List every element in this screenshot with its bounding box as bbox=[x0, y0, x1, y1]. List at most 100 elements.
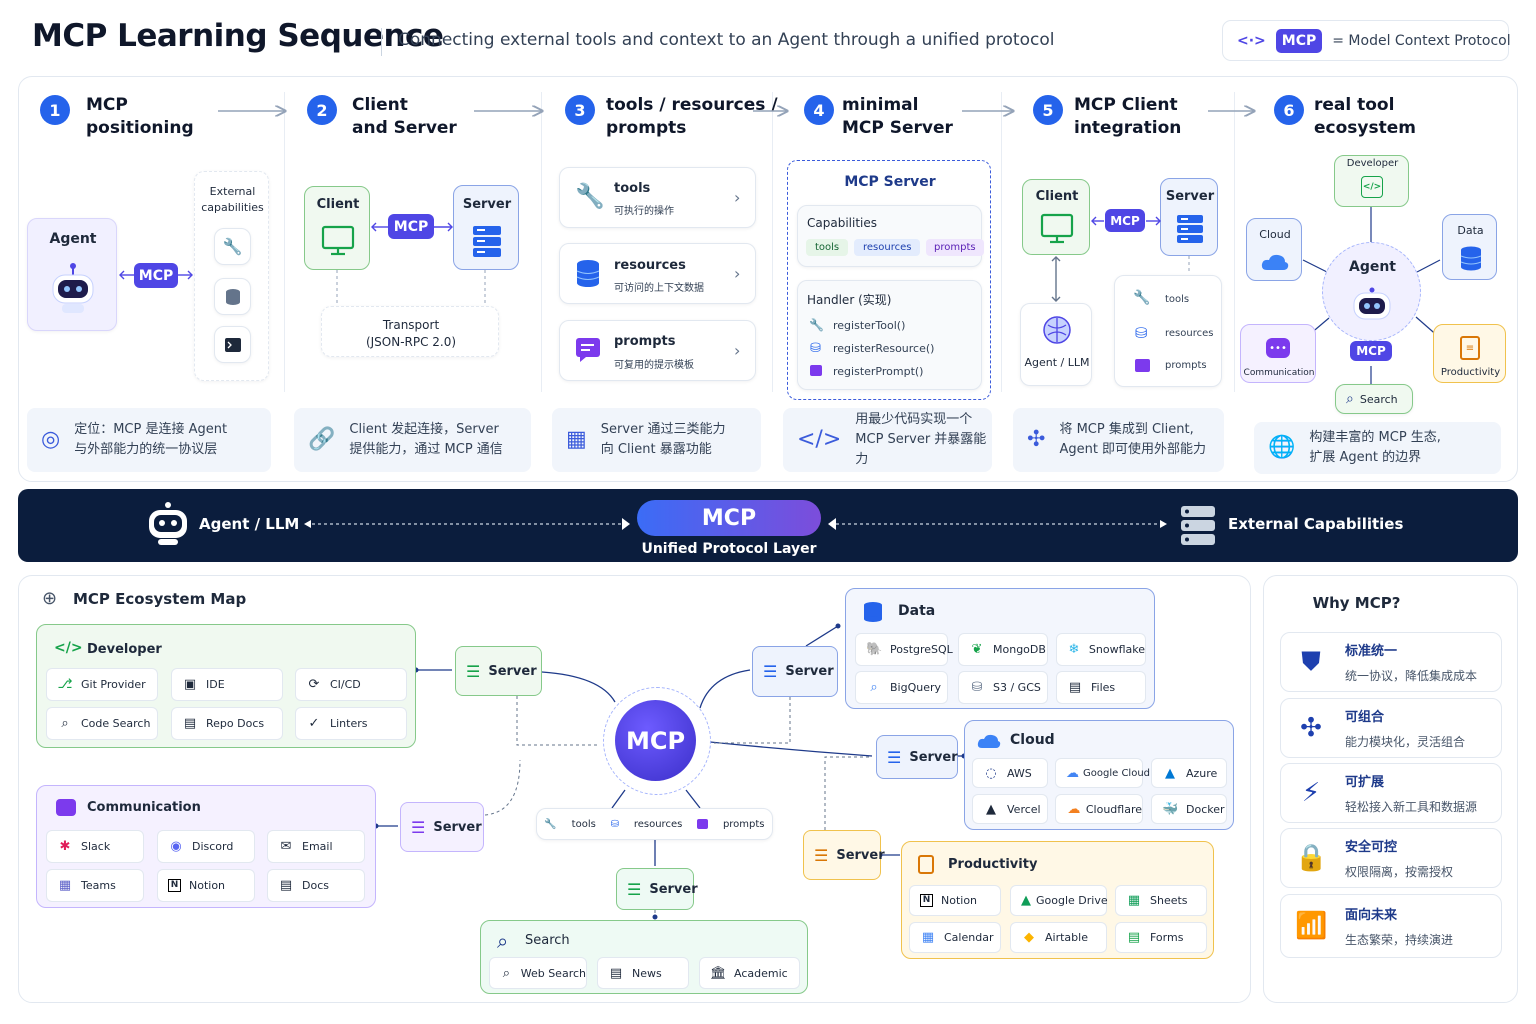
cap-label: tools bbox=[1165, 294, 1190, 305]
code-brackets-icon: <·> bbox=[1237, 32, 1266, 49]
plug-icon: ⚡ bbox=[1301, 778, 1321, 808]
step-divider bbox=[1234, 92, 1235, 392]
communication-group: Communication ✱Slack ◉Discord ✉Email ▦Te… bbox=[36, 785, 376, 908]
cloud-server: ☰Server bbox=[876, 735, 958, 779]
developer-label: Developer bbox=[1346, 158, 1399, 169]
productivity-label: Productivity bbox=[1440, 367, 1501, 378]
wrench-icon: 🔧 bbox=[1133, 290, 1151, 306]
external-capabilities-card: External capabilities 🔧 bbox=[194, 171, 269, 381]
server-stack-icon: ☰ bbox=[466, 661, 481, 681]
developer-group: </> Developer ⎇Git Provider ▣IDE ⟳CI/CD … bbox=[36, 624, 416, 748]
minimal-server-box: MCP Server Capabilities tools resources … bbox=[787, 160, 991, 400]
terminal-icon bbox=[214, 326, 251, 363]
tools-desc: 可执行的操作 bbox=[614, 206, 674, 217]
database-icon: ⛁ bbox=[810, 341, 821, 356]
search-label: Search bbox=[1359, 392, 1398, 406]
why-item: ⛊标准统一统一协议，降低集成成本 bbox=[1280, 632, 1502, 692]
monitor-icon bbox=[320, 223, 356, 259]
why-item: 🔒安全可控权限隔离，按需授权 bbox=[1280, 828, 1502, 888]
step-number: 6 bbox=[1274, 95, 1304, 125]
chat-icon bbox=[1135, 359, 1150, 372]
tools-card[interactable]: 🔧 tools 可执行的操作 › bbox=[559, 167, 756, 228]
resources-card[interactable]: resources 可访问的上下文数据 › bbox=[559, 243, 756, 304]
ide-icon: ▣ bbox=[183, 677, 197, 692]
prompts-card[interactable]: prompts 可复用的提示模板 › bbox=[559, 320, 756, 381]
database-icon bbox=[1460, 246, 1482, 276]
step-title: Client and Server bbox=[352, 95, 457, 138]
prompts-name: prompts bbox=[614, 334, 676, 349]
clipboard-icon: ≡ bbox=[1460, 336, 1480, 360]
band-mcp-pill: MCP bbox=[637, 500, 821, 536]
agent-llm-card: Agent / LLM bbox=[1020, 303, 1092, 386]
client-label: Client bbox=[316, 197, 360, 212]
tools-name: tools bbox=[614, 181, 651, 196]
tile: ✱Slack bbox=[46, 830, 144, 863]
azure-icon: ▲ bbox=[1165, 765, 1175, 781]
step-info: ▦Server 通过三类能力 向 Client 暴露功能 bbox=[552, 408, 761, 472]
tile: ▤Docs bbox=[267, 869, 365, 902]
page-title: MCP Learning Sequence bbox=[32, 18, 444, 54]
server-stack-icon: ☰ bbox=[627, 879, 642, 899]
page-subtitle: Connecting external tools and context to… bbox=[398, 30, 1055, 50]
mcp-legend: <·> MCP = Model Context Protocol bbox=[1222, 20, 1511, 61]
wrench-icon: 🔧 bbox=[575, 182, 605, 210]
handler-call: registerTool() bbox=[833, 319, 906, 332]
docs-icon: ▤ bbox=[279, 878, 293, 893]
server-capabilities-card: 🔧 tools ⛁ resources prompts bbox=[1114, 275, 1222, 387]
tile: ▲Vercel bbox=[972, 794, 1048, 824]
server-stack-icon: ☰ bbox=[814, 845, 829, 865]
cloud-group: Cloud ◌AWS ☁Google Cloud ▲Azure ▲Vercel … bbox=[964, 720, 1234, 830]
ecosystem-title: MCP Ecosystem Map bbox=[73, 590, 247, 608]
cloud-icon bbox=[1261, 253, 1289, 275]
tile: ⛁S3 / GCS bbox=[958, 671, 1048, 704]
server-label: Server bbox=[1165, 189, 1215, 204]
why-item: ✣可组合能力模块化，灵活组合 bbox=[1280, 698, 1502, 758]
mcp-badge: MCP bbox=[134, 263, 178, 288]
files-icon: ▤ bbox=[1068, 680, 1082, 695]
developer-server: ☰Server bbox=[455, 646, 542, 696]
developer-group-title: Developer bbox=[87, 642, 162, 657]
handler-label: Handler (实现) bbox=[807, 293, 892, 307]
step-number: 4 bbox=[804, 95, 834, 125]
database-icon: ⛁ bbox=[1135, 324, 1148, 342]
storage-icon: ⛁ bbox=[971, 680, 983, 695]
chevron-right-icon: › bbox=[734, 188, 741, 207]
data-group: Data 🐘PostgreSQL ❦MongoDB ❄Snowflake ⌕Bi… bbox=[845, 588, 1155, 709]
robot-icon bbox=[47, 259, 99, 315]
client-card: Client bbox=[1022, 179, 1090, 255]
server-card: Server bbox=[453, 185, 519, 270]
code-icon: </> bbox=[54, 640, 83, 656]
server-stack-icon bbox=[469, 222, 505, 262]
data-group-title: Data bbox=[898, 603, 936, 619]
academic-icon: 🏛 bbox=[710, 965, 727, 981]
server-title: MCP Server bbox=[844, 174, 936, 190]
google-drive-icon: ▲ bbox=[1021, 893, 1031, 908]
database-icon: ⛁ bbox=[610, 818, 620, 830]
handler-box: Handler (实现) 🔧 registerTool() ⛁ register… bbox=[797, 280, 982, 390]
step-divider bbox=[284, 92, 285, 392]
brain-icon bbox=[1041, 314, 1073, 346]
search-icon: ⌕ bbox=[1346, 391, 1354, 407]
data-node: Data bbox=[1442, 214, 1497, 280]
grid-icon: ▦ bbox=[566, 427, 587, 452]
productivity-node: ≡ Productivity bbox=[1433, 324, 1506, 383]
client-card: Client bbox=[304, 186, 370, 270]
database-icon bbox=[214, 278, 251, 315]
connector bbox=[371, 222, 453, 232]
docker-icon: 🐳 bbox=[1162, 801, 1179, 817]
capabilities-label: Capabilities bbox=[807, 216, 877, 230]
tile: ✓Linters bbox=[295, 707, 407, 740]
step-info: 🌐构建丰富的 MCP 生态, 扩展 Agent 的边界 bbox=[1254, 422, 1501, 474]
news-icon: ▤ bbox=[609, 965, 623, 981]
server-card: Server bbox=[1160, 178, 1218, 256]
discord-icon: ◉ bbox=[170, 839, 182, 854]
cloud-node: Cloud bbox=[1246, 218, 1302, 281]
chat-icon: ••• bbox=[1266, 338, 1290, 358]
google-cloud-icon: ☁ bbox=[1066, 765, 1079, 781]
agent-llm-label: Agent / LLM bbox=[1024, 356, 1090, 369]
handler-call: registerResource() bbox=[833, 342, 935, 355]
git-icon: ⎇ bbox=[57, 677, 73, 692]
step-number: 2 bbox=[307, 95, 337, 125]
transport-label: Transport (JSON-RPC 2.0) bbox=[365, 318, 457, 349]
notion-icon: N bbox=[168, 879, 181, 892]
